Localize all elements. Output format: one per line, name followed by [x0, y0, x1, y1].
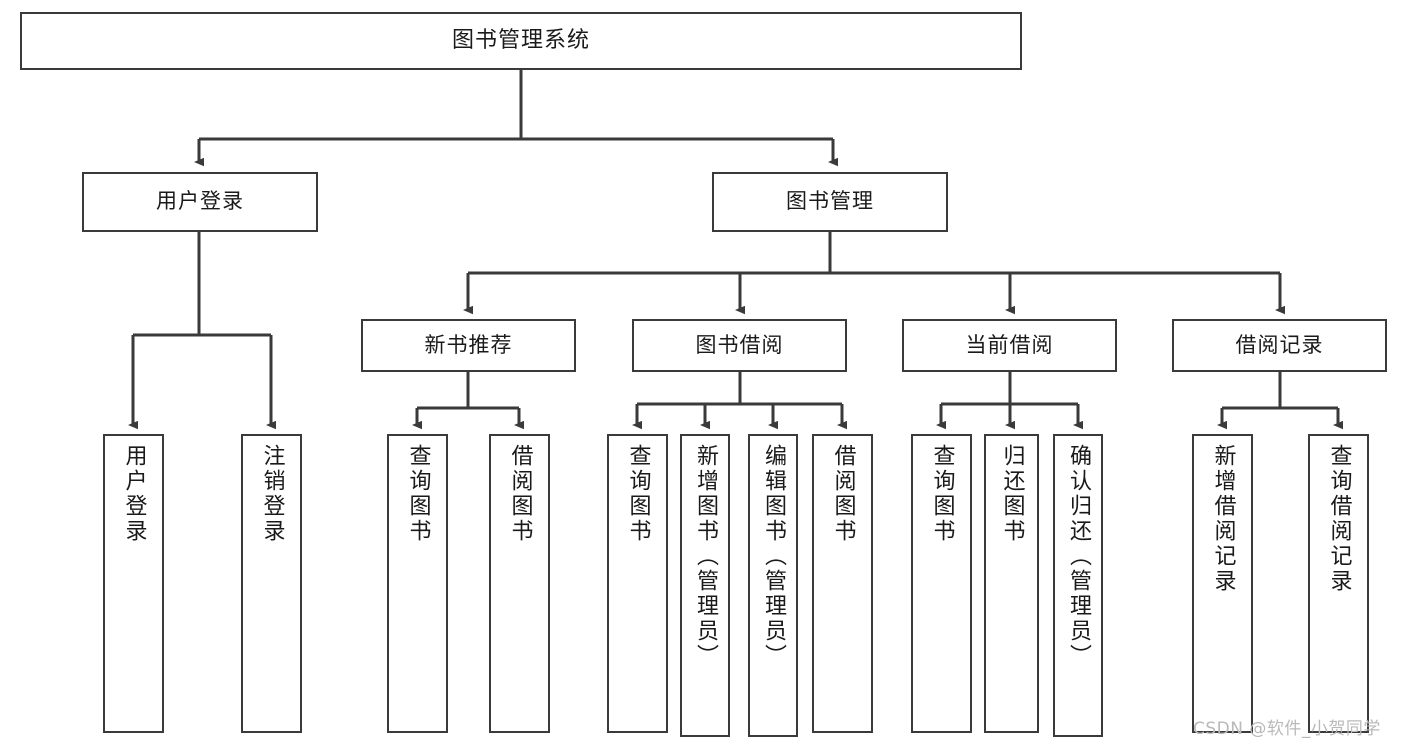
- node-label: 确认归还（管理员）: [1066, 444, 1091, 669]
- node-label: 查询借阅记录: [1326, 444, 1352, 594]
- leaf-query-book-1[interactable]: 查询图书: [387, 434, 448, 733]
- leaf-query-borrow-record[interactable]: 查询借阅记录: [1308, 434, 1369, 733]
- node-label: 查询图书: [625, 444, 651, 544]
- node-current-borrow[interactable]: 当前借阅: [902, 319, 1117, 372]
- node-label: 当前借阅: [965, 332, 1054, 357]
- node-label: 注销登录: [259, 444, 285, 544]
- node-label: 查询图书: [929, 444, 955, 544]
- node-label: 借阅图书: [830, 444, 856, 544]
- leaf-borrow-book-1[interactable]: 借阅图书: [489, 434, 550, 733]
- csdn-watermark: CSDN @软件_小贺同学: [1193, 719, 1381, 739]
- node-label: 图书管理系统: [451, 27, 590, 53]
- leaf-confirm-return[interactable]: 确认归还（管理员）: [1053, 434, 1103, 737]
- leaf-return-book[interactable]: 归还图书: [984, 434, 1039, 733]
- node-label: 新增图书（管理员）: [693, 444, 718, 669]
- node-label: 归还图书: [999, 444, 1025, 544]
- node-label: 借阅记录: [1235, 332, 1324, 357]
- node-new-book-recommend[interactable]: 新书推荐: [361, 319, 576, 372]
- leaf-edit-book[interactable]: 编辑图书（管理员）: [748, 434, 798, 737]
- leaf-query-book-3[interactable]: 查询图书: [911, 434, 972, 733]
- node-label: 图书管理: [786, 189, 874, 214]
- leaf-query-book-2[interactable]: 查询图书: [607, 434, 668, 733]
- node-label: 编辑图书（管理员）: [761, 444, 786, 669]
- node-label: 图书借阅: [695, 332, 784, 357]
- node-label: 新书推荐: [424, 332, 513, 357]
- leaf-add-borrow-record[interactable]: 新增借阅记录: [1192, 434, 1253, 733]
- node-label: 用户登录: [156, 189, 244, 214]
- node-label: 用户登录: [121, 444, 147, 544]
- node-label: 新增借阅记录: [1210, 444, 1236, 594]
- node-book-manage[interactable]: 图书管理: [712, 172, 948, 232]
- node-borrow-record[interactable]: 借阅记录: [1172, 319, 1387, 372]
- leaf-borrow-book-2[interactable]: 借阅图书: [812, 434, 873, 733]
- node-book-borrow[interactable]: 图书借阅: [632, 319, 847, 372]
- node-root-system[interactable]: 图书管理系统: [20, 12, 1022, 70]
- node-user-login[interactable]: 用户登录: [82, 172, 318, 232]
- leaf-add-book[interactable]: 新增图书（管理员）: [680, 434, 730, 737]
- leaf-logout-login[interactable]: 注销登录: [241, 434, 302, 733]
- node-label: 借阅图书: [507, 444, 533, 544]
- node-label: 查询图书: [405, 444, 431, 544]
- leaf-user-login[interactable]: 用户登录: [103, 434, 164, 733]
